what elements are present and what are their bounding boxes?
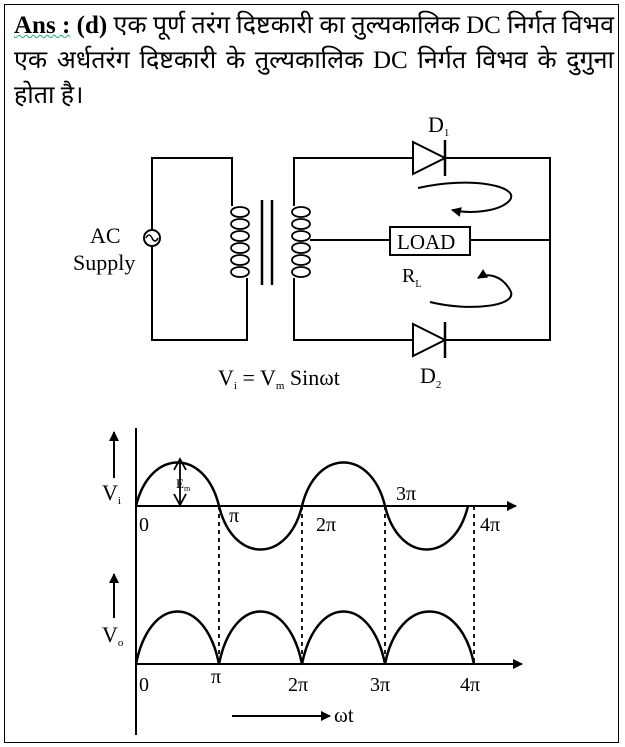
secondary-coil (291, 206, 311, 278)
ac-source-wave (145, 234, 159, 242)
dotted-guides (218, 506, 475, 664)
amplitude-label: Em (176, 476, 191, 493)
diode-d2-label: D2 (420, 363, 441, 391)
answer-statement: एक पूर्ण तरंग दिष्टकारी का तुल्यकालिक DC… (14, 12, 614, 109)
bottom-tick-4: 4π (460, 674, 480, 696)
bottom-tick-0: 0 (139, 674, 149, 696)
top-tick-3: 3π (396, 483, 416, 505)
top-tick-2: 2π (316, 514, 336, 536)
output-right-wire (445, 157, 551, 341)
bottom-tick-1: π (211, 666, 221, 688)
current-arrow-upper-icon (417, 181, 513, 217)
input-voltage-equation: Vi = Vm Sinωt (218, 365, 340, 392)
load-box (389, 226, 471, 256)
rectifier-circuit (143, 140, 551, 358)
top-tick-1: π (229, 505, 239, 527)
top-tick-4: 4π (480, 514, 500, 536)
bottom-tick-3: 3π (370, 674, 390, 696)
top-tick-0: 0 (139, 514, 149, 536)
output-voltage-axis-label: Vo (102, 622, 124, 649)
answer-card (4, 4, 619, 743)
diode-d1-label: D1 (428, 112, 449, 139)
supply-label: Supply (73, 250, 135, 275)
rectified-output-wave (134, 610, 476, 665)
load-resistor-label: RL (402, 265, 421, 290)
diode-d2-icon (412, 322, 448, 358)
diode-d1-icon (412, 140, 448, 176)
secondary-top-wire (293, 157, 413, 206)
ac-label: AC (90, 223, 121, 248)
current-arrow-lower-icon (429, 269, 513, 308)
load-label: LOAD (397, 230, 455, 254)
answer-label: Ans : (14, 12, 71, 39)
answer-option: (d) (76, 12, 108, 39)
secondary-bottom-wire (293, 278, 413, 341)
primary-coil (230, 206, 250, 278)
bottom-tick-2: 2π (288, 674, 308, 696)
input-voltage-axis-label: Vi (102, 480, 121, 507)
primary-loop-wire (151, 157, 248, 341)
waveform-plot (109, 428, 523, 735)
answer-text-block: Ans : (d) एक पूर्ण तरंग दिष्टकारी का तुल… (14, 8, 614, 113)
omega-t-label: ωt (334, 703, 354, 727)
